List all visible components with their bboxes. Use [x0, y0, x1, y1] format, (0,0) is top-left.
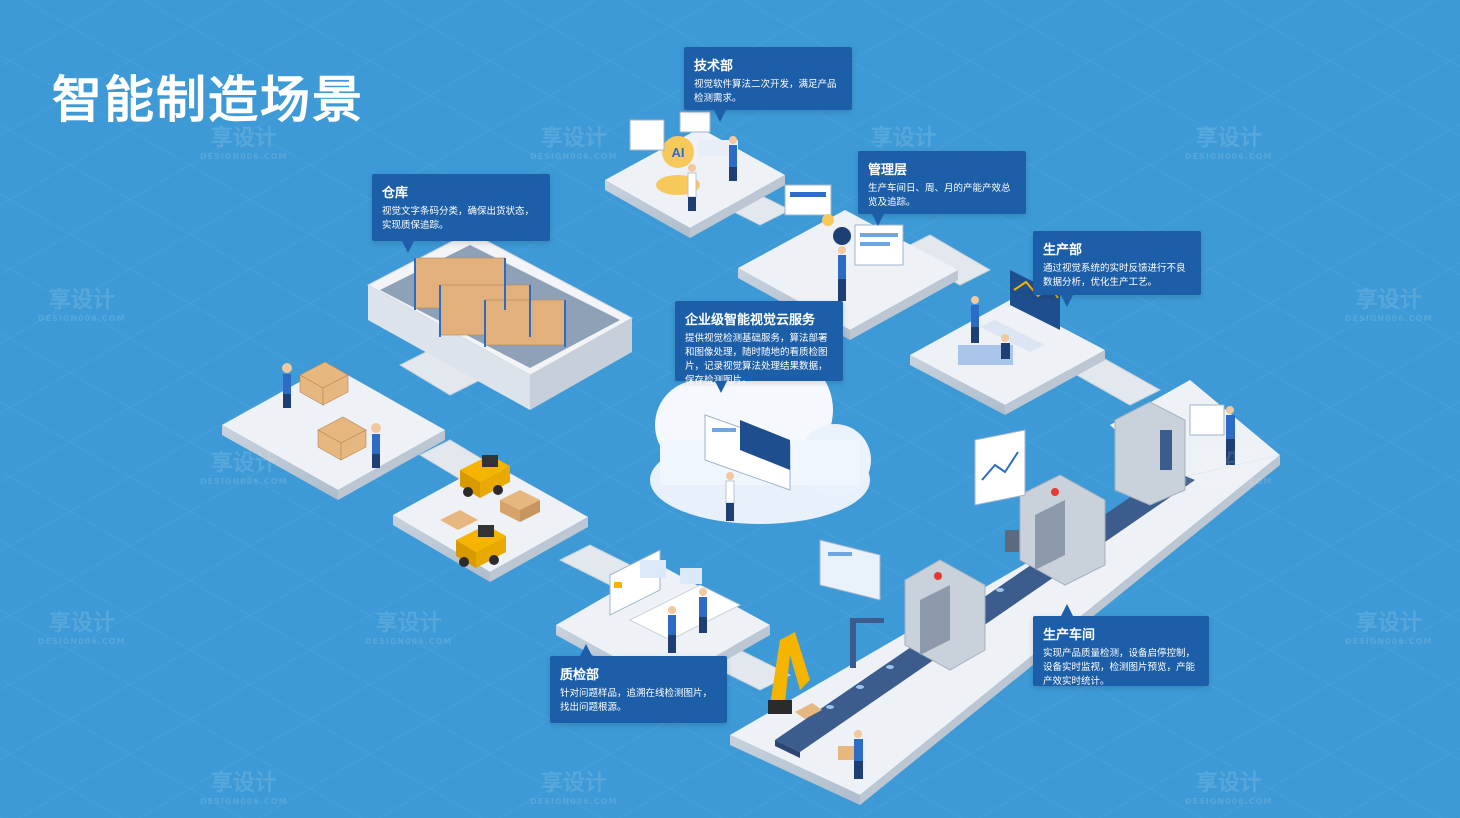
forklift: [440, 455, 540, 568]
card-title: 质检部: [560, 668, 600, 683]
card-desc: 实现产品质量检测，设备启停控制，设备实时监视，检测图片预览，产能产效实时统计。: [1043, 648, 1196, 687]
card-title: 企业级智能视觉云服务: [685, 313, 816, 328]
card-title: 管理层: [868, 163, 908, 178]
card-desc: 提供视觉检测基础服务，算法部署和图像处理，随时随地的看质检图片，记录视觉算法处理…: [685, 333, 828, 386]
card-desc: 针对问题样品，追溯在线检测图片，找出问题根源。: [560, 688, 713, 713]
watermark-sub: DESIGN006.COM: [1185, 477, 1273, 486]
worker: [282, 363, 381, 468]
card-pointer: [1061, 295, 1073, 307]
watermark-text: 享设计: [48, 611, 115, 636]
card-desc: 生产车间日、周、月的产能产效总览及追踪。: [868, 183, 1011, 208]
management-screens: [784, 184, 904, 301]
page-title: 智能制造场景: [52, 71, 364, 129]
production-dashboard: [958, 270, 1060, 365]
watermark-sub: DESIGN006.COM: [1345, 314, 1433, 323]
watermark-text: 享设计: [1195, 126, 1262, 151]
cloud-service: [650, 352, 871, 524]
card-tech: 技术部 视觉软件算法二次开发，满足产品检测需求。: [684, 47, 852, 122]
watermark-sub: DESIGN006.COM: [38, 314, 126, 323]
watermark-text: 享设计: [1195, 451, 1262, 476]
card-production: 生产部 通过视觉系统的实时反馈进行不良数据分析，优化生产工艺。: [1033, 231, 1201, 307]
card-warehouse: 仓库 视觉文字条码分类，确保出货状态，实现质保追踪。: [372, 174, 550, 253]
qc-stations: [609, 549, 742, 653]
watermark-sub: DESIGN006.COM: [1345, 637, 1433, 646]
card-title: 生产车间: [1043, 628, 1096, 643]
watermark-text: 享设计: [48, 288, 115, 313]
watermark-sub: DESIGN006.COM: [530, 152, 618, 161]
card-management: 管理层 生产车间日、周、月的产能产效总览及追踪。: [858, 151, 1026, 226]
card-workshop: 生产车间 实现产品质量检测，设备启停控制，设备实时监视，检测图片预览，产能产效实…: [1033, 604, 1209, 687]
conveyor-line: [768, 401, 1235, 779]
card-title: 仓库: [382, 186, 409, 201]
card-pointer: [714, 110, 726, 122]
card-pointer: [580, 644, 592, 656]
card-pointer: [872, 214, 884, 226]
watermark-sub: DESIGN006.COM: [200, 797, 288, 806]
card-desc: 视觉软件算法二次开发，满足产品检测需求。: [694, 79, 837, 104]
card-title: 技术部: [694, 59, 734, 74]
card-qc: 质检部 针对问题样品，追溯在线检测图片，找出问题根源。: [550, 644, 727, 723]
card-title: 生产部: [1043, 243, 1083, 258]
watermark-text: 享设计: [1355, 611, 1422, 636]
warehouse-building: [366, 231, 634, 410]
ai-label: AI: [672, 145, 685, 160]
watermark-text: 享设计: [210, 451, 277, 476]
watermark-text: 享设计: [540, 771, 607, 796]
watermark-text: 享设计: [1355, 288, 1422, 313]
watermark-sub: DESIGN006.COM: [530, 797, 618, 806]
warehouse-boxes: [299, 361, 367, 461]
watermark-sub: DESIGN006.COM: [38, 637, 126, 646]
card-pointer: [715, 381, 727, 393]
card-pointer: [1061, 604, 1073, 616]
watermark-text: 享设计: [870, 126, 937, 151]
card-desc: 通过视觉系统的实时反馈进行不良数据分析，优化生产工艺。: [1043, 263, 1186, 288]
watermark-sub: DESIGN006.COM: [1185, 797, 1273, 806]
card-desc: 视觉文字条码分类，确保出货状态，实现质保追踪。: [382, 206, 535, 231]
watermark-sub: DESIGN006.COM: [1185, 152, 1273, 161]
card-pointer: [402, 241, 414, 253]
watermark-text: 享设计: [540, 126, 607, 151]
watermark-text: 享设计: [210, 126, 277, 151]
watermark-sub: DESIGN006.COM: [365, 637, 453, 646]
watermark-sub: DESIGN006.COM: [200, 152, 288, 161]
watermark-text: 享设计: [375, 611, 442, 636]
watermark-sub: DESIGN006.COM: [200, 477, 288, 486]
watermark-text: 享设计: [1195, 771, 1262, 796]
card-cloud: 企业级智能视觉云服务 提供视觉检测基础服务，算法部署和图像处理，随时随地的看质检…: [675, 301, 843, 393]
watermark-text: 享设计: [210, 771, 277, 796]
tech-ai-station: AI: [629, 111, 738, 211]
